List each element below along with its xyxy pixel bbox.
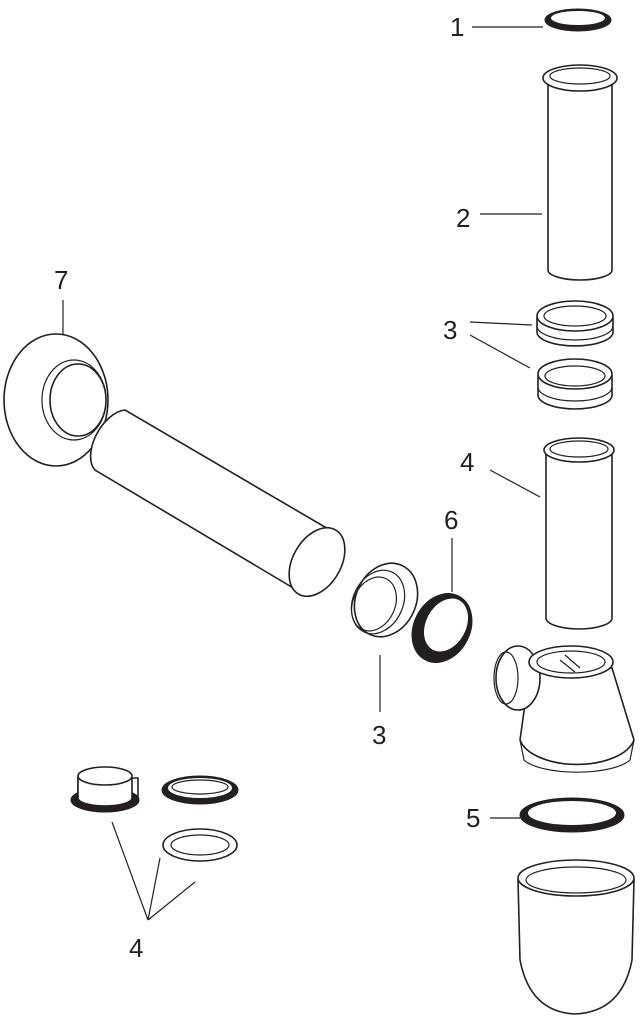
wall-seal-part-6 — [411, 593, 473, 663]
trap-body — [493, 645, 635, 773]
wall-tube — [89, 409, 346, 598]
upper-tube-part-2 — [542, 64, 618, 281]
callout-3-left: 3 — [372, 720, 387, 750]
callout-3-right: 3 — [443, 315, 458, 345]
callout-4-tube: 4 — [460, 447, 475, 477]
nut-part-3-upper — [536, 300, 614, 347]
wall-rosette-part-7 — [3, 333, 109, 467]
callout-4-rings: 4 — [129, 933, 144, 963]
callout-7: 7 — [54, 265, 69, 295]
leader-lines — [62, 26, 543, 921]
nut-part-3-lower — [537, 358, 613, 410]
trap-cup — [517, 859, 635, 1015]
nut-part-3-left — [350, 562, 419, 638]
callout-2: 2 — [456, 203, 471, 233]
lower-tube-part-4 — [543, 437, 615, 630]
seal-ring-part-1 — [544, 8, 612, 32]
callout-5: 5 — [466, 803, 481, 833]
spare-rings-part-4 — [70, 766, 239, 862]
base-seal-part-5 — [519, 797, 625, 833]
callout-1: 1 — [450, 12, 465, 42]
callout-6: 6 — [444, 505, 459, 535]
